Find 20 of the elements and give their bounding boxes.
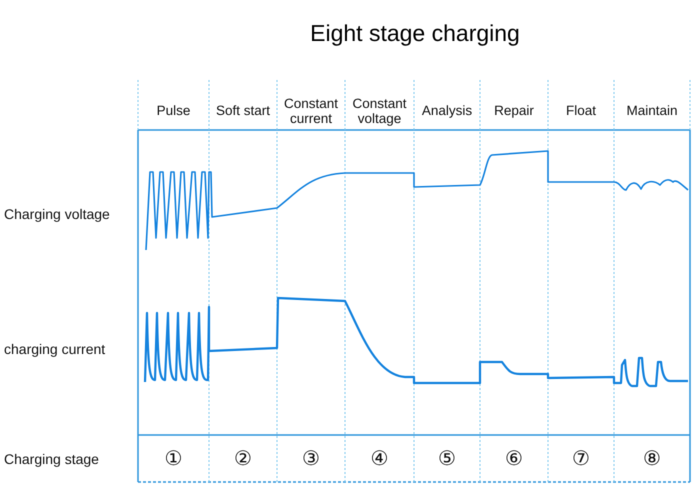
stage-number: ② — [233, 449, 253, 469]
stage-number: ⑦ — [571, 449, 591, 469]
stage-name: Pulse — [156, 103, 192, 118]
stage-number: ④ — [370, 449, 390, 469]
row-label: Charging voltage — [4, 205, 111, 223]
stage-number: ⑧ — [642, 449, 662, 469]
stage-name: Constant current — [282, 96, 340, 126]
stage-number: ⑤ — [437, 449, 457, 469]
stage-name: Maintain — [625, 103, 679, 118]
diagram-title: Eight stage charging — [309, 20, 521, 47]
stage-number: ③ — [301, 449, 321, 469]
stage-name: Float — [564, 103, 597, 118]
stage-number: ⑥ — [504, 449, 524, 469]
stage-name: Constant voltage — [351, 96, 408, 126]
stage-name: Soft start — [214, 103, 272, 118]
stage-name: Analysis — [420, 103, 474, 118]
stage-name: Repair — [493, 103, 535, 118]
row-label: charging current — [4, 340, 106, 358]
row-label: Charging stage — [4, 450, 100, 468]
stage-number: ① — [164, 449, 184, 469]
